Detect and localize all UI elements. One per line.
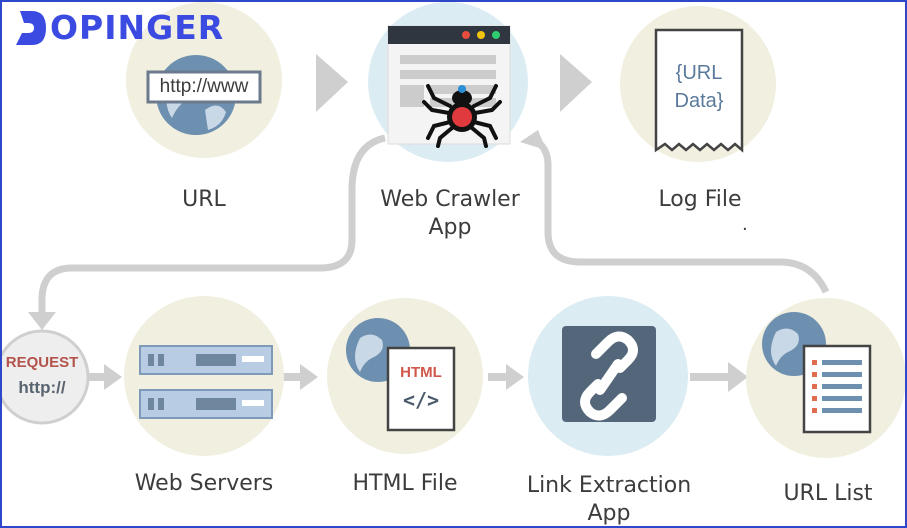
request-to-servers-arrow [86, 364, 122, 390]
html-label: HTML File [352, 471, 458, 496]
brand-logo[interactable]: OPINGER [14, 8, 224, 47]
log-doc-line2: Data} [674, 90, 724, 112]
html-doc-code: </> [402, 388, 440, 412]
urllist-label: URL List [783, 481, 873, 506]
crawler-label-line2: App [428, 215, 472, 240]
servers-node [124, 296, 284, 456]
url-label: URL [182, 187, 226, 212]
request-arrowhead [28, 312, 56, 330]
server-rack-icon [139, 345, 273, 419]
url-badge: http://www [159, 76, 249, 97]
chain-link-icon [580, 331, 638, 421]
logfile-mark: . [742, 214, 748, 235]
html-node [327, 298, 483, 454]
crawler-label-line1: Web Crawler [380, 187, 520, 212]
html-document-icon [386, 346, 456, 432]
crawler-arrowhead [520, 130, 546, 150]
link-label-line2: App [587, 501, 631, 526]
urllist-node [746, 298, 906, 458]
servers-label: Web Servers [134, 471, 274, 496]
logfile-node [620, 6, 776, 162]
logfile-label: Log File [658, 187, 742, 212]
request-line2: http:// [18, 378, 66, 397]
document-icon [654, 28, 744, 153]
link-to-urllist-arrow [690, 362, 748, 392]
link-label-line1: Link Extraction [526, 473, 692, 498]
list-lines-icon [812, 360, 862, 413]
brand-name: OPINGER [50, 8, 225, 47]
link-node [528, 296, 688, 456]
urllist-to-crawler-connector [533, 137, 830, 294]
crawler-node [368, 2, 528, 162]
html-to-link-arrow [488, 364, 524, 390]
html-doc-tag: HTML [400, 364, 442, 381]
request-node [0, 329, 90, 425]
brand-d-icon [16, 10, 46, 45]
url-node [126, 2, 282, 158]
crawler-to-log-arrow [560, 54, 592, 112]
spider-icon [422, 84, 502, 148]
crawler-to-request-connector [38, 134, 386, 318]
url-to-crawler-arrow [316, 54, 348, 112]
request-line1: REQUEST [5, 354, 79, 371]
servers-to-html-arrow [282, 364, 318, 390]
log-doc-line1: {URL [675, 62, 723, 84]
